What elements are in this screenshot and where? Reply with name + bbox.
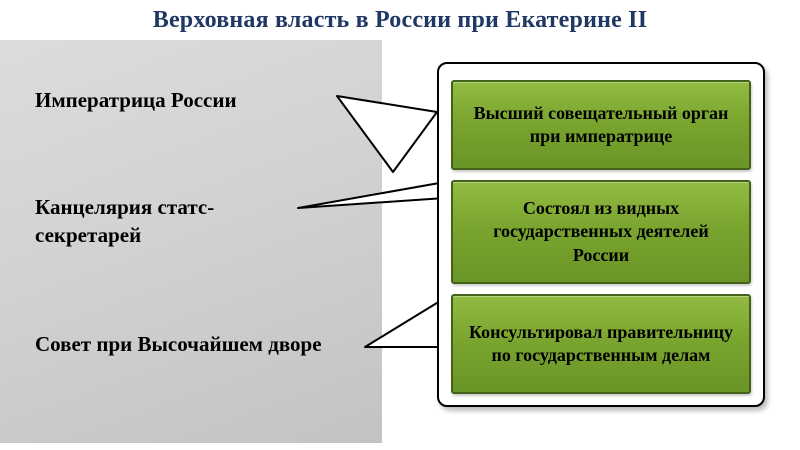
left-gray-panel [0,40,382,443]
green-box-consulting: Консультировал правительницу по государс… [451,294,751,394]
left-label-empress: Императрица России [35,88,237,112]
left-label-council: Совет при Высочайшем дворе [35,332,322,356]
green-box-members: Состоял из видных государственных деятел… [451,180,751,284]
green-box-advisory-organ: Высший совещательный орган при императри… [451,80,751,170]
slide-title: Верховная власть в России при Екатерине … [152,7,648,33]
right-container-box: Высший совещательный орган при императри… [437,62,765,407]
left-label-chancery: Канцелярия статс-секретарей [35,195,215,248]
